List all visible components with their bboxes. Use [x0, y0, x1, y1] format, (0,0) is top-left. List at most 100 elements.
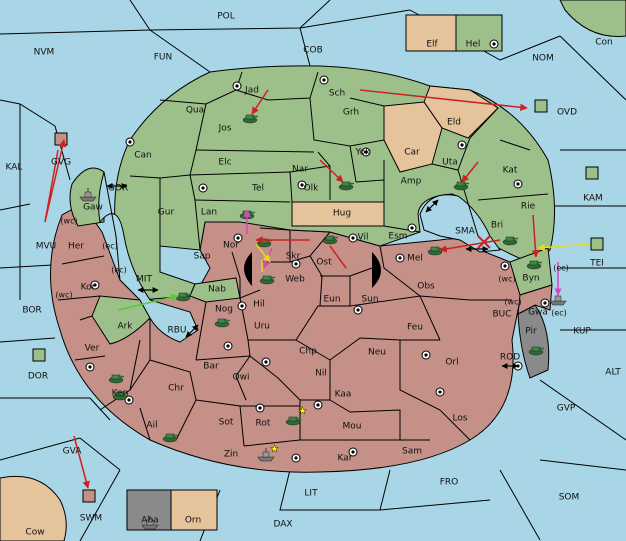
- label-coast-gwa-wc: (wc): [504, 298, 521, 307]
- label-province-mou: Mou: [343, 422, 362, 432]
- label-province-kar: Kar: [338, 454, 353, 464]
- label-province-byn: Byn: [522, 274, 539, 284]
- label-province-orn: Orn: [185, 516, 201, 526]
- label-province-hil: Hil: [253, 300, 265, 310]
- label-sea-nvm: NVM: [34, 48, 55, 58]
- label-province-uta: Uta: [442, 158, 458, 168]
- label-sea-alt: ALT: [605, 368, 621, 378]
- label-sea-swm: SWM: [80, 514, 102, 524]
- label-province-kat: Kat: [503, 166, 518, 176]
- label-province-gaw: Gaw: [83, 203, 103, 213]
- label-province-qua: Qua: [186, 106, 204, 116]
- label-province-sch: Sch: [329, 89, 345, 99]
- label-province-ost: Ost: [316, 258, 332, 268]
- label-province-neu: Neu: [368, 348, 386, 358]
- label-province-vil: Vil: [358, 233, 369, 243]
- label-sea-cow: Cow: [25, 528, 44, 538]
- label-sea-sma: SMA: [455, 227, 475, 237]
- label-province-eld: Eld: [447, 118, 461, 128]
- label-province-sap: Sap: [194, 252, 211, 262]
- label-sea-fro: FRO: [440, 478, 459, 488]
- label-province-rie: Rie: [521, 202, 536, 212]
- pir-territory[interactable]: [517, 304, 550, 379]
- label-province-skr: Skr: [286, 252, 301, 262]
- label-sea-ovd: OVD: [557, 108, 577, 118]
- label-province-chp: Chp: [299, 347, 317, 357]
- label-sea-som: SOM: [559, 493, 580, 503]
- label-sea-kal: KAL: [6, 163, 23, 173]
- label-province-kor: Kor: [81, 283, 96, 293]
- label-province-nab: Nab: [208, 285, 226, 295]
- cow-territory[interactable]: [0, 475, 67, 541]
- label-sea-kup: KUP: [573, 327, 591, 337]
- label-province-jos: Jos: [218, 124, 232, 134]
- label-province-kaa: Kaa: [335, 390, 352, 400]
- label-province-tel: Tel: [251, 184, 264, 194]
- green-province-borders: [129, 71, 549, 251]
- dor-flag: [32, 348, 46, 362]
- label-sea-bor: BOR: [22, 306, 41, 316]
- label-province-feu: Feu: [407, 323, 423, 333]
- label-coast-gaw-wc: (wc): [60, 217, 77, 226]
- skr-tunnel-west: [244, 252, 252, 286]
- label-province-grh: Grh: [343, 108, 359, 118]
- elf-territory[interactable]: [405, 14, 457, 52]
- label-province-car: Car: [404, 148, 420, 158]
- label-sea-cob: COB: [303, 46, 323, 56]
- label-province-gwa: Gwa: [528, 308, 548, 318]
- label-sea-gor: GOR: [108, 184, 128, 194]
- label-province-olk: Olk: [304, 184, 320, 194]
- ovd-flag: [534, 99, 548, 113]
- label-province-sot: Sot: [219, 418, 234, 428]
- label-province-ail: Ail: [146, 421, 157, 431]
- label-sea-dax: DAX: [273, 520, 292, 530]
- kam-flag: [585, 166, 599, 180]
- hug-territory[interactable]: [291, 201, 385, 227]
- label-sea-kam: KAM: [583, 194, 603, 204]
- label-province-ver: Ver: [85, 344, 100, 354]
- hel-territory[interactable]: [455, 14, 503, 52]
- label-sea-nom: NOM: [532, 54, 554, 64]
- label-coast-byn-ec: (ec): [553, 264, 569, 273]
- gvg-flag: [54, 132, 68, 146]
- label-province-sam: Sam: [402, 447, 422, 457]
- label-sea-gva: GVA: [63, 447, 83, 457]
- label-sea-gvg: GVG: [51, 158, 71, 168]
- label-province-nog: Nog: [215, 305, 233, 315]
- label-province-hug: Hug: [333, 209, 351, 219]
- tei-flag: [590, 237, 604, 251]
- label-coast-gwa-ec: (ec): [551, 309, 567, 318]
- label-province-zin: Zin: [224, 450, 238, 460]
- label-sea-dor: DOR: [28, 372, 48, 382]
- label-sea-gvp: GVP: [557, 404, 576, 414]
- label-province-bar: Bar: [203, 362, 219, 372]
- label-province-yok: Yok: [354, 148, 371, 158]
- label-province-uru: Uru: [254, 322, 270, 332]
- label-province-aba: Aba: [141, 516, 158, 526]
- label-coast-her-ec: (ec): [102, 242, 118, 251]
- label-sea-pol: POL: [217, 12, 235, 22]
- star-zin-icon: ★: [270, 444, 279, 455]
- star-rot-icon: ★: [298, 406, 307, 417]
- label-province-web: Web: [285, 275, 305, 285]
- label-province-pir: Pir: [525, 327, 537, 337]
- label-province-orl: Orl: [445, 358, 458, 368]
- label-province-can: Can: [134, 151, 152, 161]
- label-province-eun: Eun: [323, 295, 340, 305]
- orders: [44, 89, 591, 489]
- label-province-elc: Elc: [218, 158, 231, 168]
- label-province-chr: Chr: [168, 384, 184, 394]
- coast-labels: (wc)(ec)(ec)(wc)(wc)(ec)(wc)(ec): [55, 217, 568, 318]
- orn-territory[interactable]: [170, 489, 218, 531]
- label-sea-mvu: MVU: [36, 242, 57, 252]
- label-province-ark: Ark: [117, 322, 133, 332]
- swm-flag: [82, 489, 96, 503]
- label-province-amp: Amp: [401, 177, 422, 187]
- label-province-hel: Hel: [466, 40, 481, 50]
- label-sea-rbu: RBU: [167, 326, 186, 336]
- label-sea-mit: MIT: [136, 275, 152, 285]
